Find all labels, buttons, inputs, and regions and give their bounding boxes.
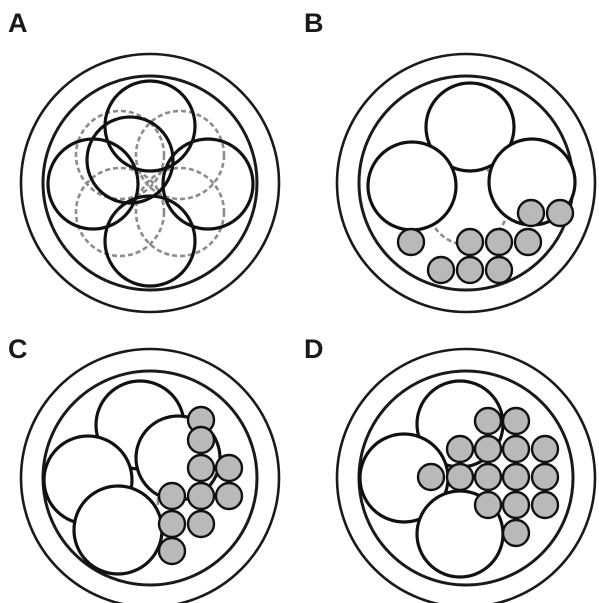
small-fiber	[475, 408, 501, 434]
small-fiber	[159, 483, 185, 509]
panel-a	[21, 54, 279, 312]
small-fiber	[486, 257, 512, 283]
large-fiber	[105, 196, 195, 286]
small-fiber	[188, 483, 214, 509]
panel-d	[337, 349, 595, 603]
small-fiber	[486, 229, 512, 255]
small-fiber	[503, 436, 529, 462]
small-fiber	[503, 464, 529, 490]
large-fiber	[87, 117, 173, 203]
small-fiber	[418, 464, 444, 490]
small-fiber	[457, 229, 483, 255]
small-fiber	[447, 464, 473, 490]
small-fiber	[188, 427, 214, 453]
small-fiber	[159, 511, 185, 537]
small-fiber	[428, 257, 454, 283]
small-fiber	[447, 436, 473, 462]
small-fiber	[532, 464, 558, 490]
small-fiber	[532, 492, 558, 518]
small-fiber	[503, 520, 529, 546]
small-fiber	[475, 436, 501, 462]
small-fiber	[532, 436, 558, 462]
large-fiber	[368, 142, 456, 230]
small-fiber	[547, 200, 573, 226]
small-fiber	[475, 492, 501, 518]
small-fiber	[457, 257, 483, 283]
small-fiber	[216, 483, 242, 509]
small-fiber	[518, 200, 544, 226]
small-fiber	[398, 229, 424, 255]
small-fiber	[188, 511, 214, 537]
small-fiber	[515, 229, 541, 255]
small-fiber	[503, 492, 529, 518]
small-fiber	[216, 455, 242, 481]
panel-c	[21, 349, 279, 603]
small-fiber	[503, 408, 529, 434]
panel-b	[337, 54, 595, 312]
small-fiber	[475, 464, 501, 490]
large-fiber	[74, 486, 162, 574]
small-fiber	[188, 455, 214, 481]
small-fiber	[159, 538, 185, 564]
